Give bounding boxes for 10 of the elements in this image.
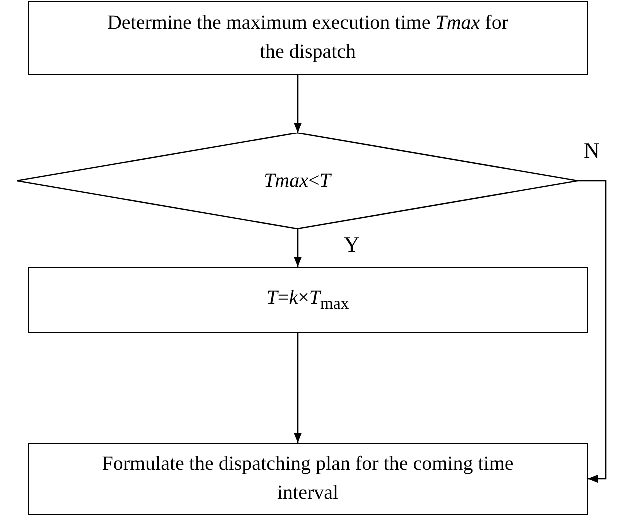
arrow — [294, 75, 302, 133]
process-box: Determine the maximum execution time Tmax for the dispatch — [28, 1, 588, 75]
arrow — [294, 333, 302, 443]
edge-label: N — [584, 138, 600, 164]
edge-label: Y — [344, 232, 360, 258]
process-box: Formulate the dispatching plan for the coming time interval — [28, 443, 588, 515]
arrow — [578, 180, 607, 483]
node-text: Tmax<T — [264, 170, 331, 192]
arrow — [294, 229, 302, 267]
process-box: T=k×T$_{max}$ — [28, 267, 588, 333]
